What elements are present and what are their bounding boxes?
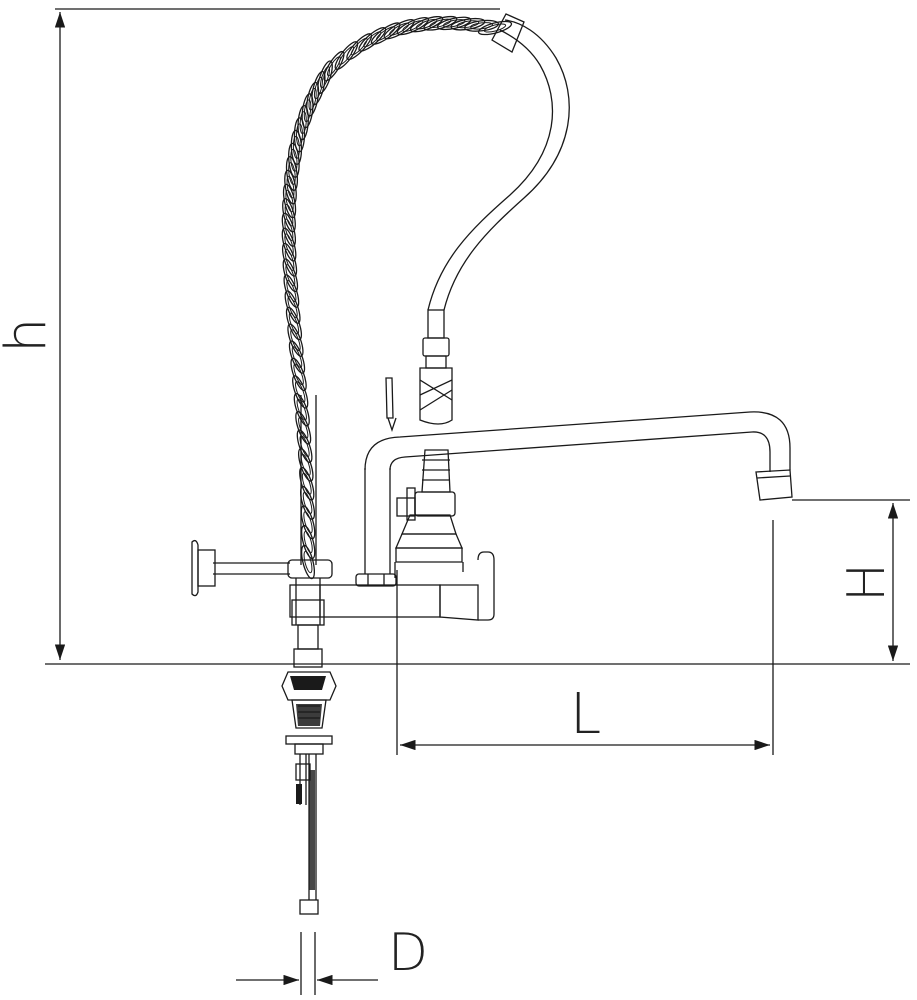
spring-coil-turn xyxy=(287,323,304,357)
spring-coil-turn xyxy=(284,169,297,205)
spring-coil-inner xyxy=(456,20,480,29)
spring-coil-turn xyxy=(282,183,297,219)
spring-coil-turn xyxy=(284,290,301,324)
dimension-label-H: H xyxy=(837,563,897,602)
spring-coil-inner xyxy=(308,87,317,111)
spring-coil-inner xyxy=(284,218,294,241)
dimension-lines xyxy=(45,8,910,995)
spring-coil-turn xyxy=(450,17,486,31)
spring-coil-turn xyxy=(297,105,309,141)
spring-coil-inner xyxy=(301,472,312,495)
spring-coil-inner xyxy=(299,435,310,458)
spring-coil-turn xyxy=(436,16,472,31)
spring-coil-turn xyxy=(281,212,297,247)
spring-coil-inner xyxy=(302,491,313,514)
spring-coil-turn xyxy=(288,340,306,374)
spring-post xyxy=(287,395,333,626)
flexible-hose xyxy=(427,13,570,311)
dimension-label-L: L xyxy=(570,682,601,747)
spring-coil-inner xyxy=(429,18,452,28)
spring-coil-inner xyxy=(388,22,410,36)
spring-coil-turn xyxy=(285,156,299,192)
spring-coil-turn xyxy=(301,93,314,129)
spring-coil-inner xyxy=(320,66,331,89)
spring-coil-turn xyxy=(288,142,300,178)
spring-coil-turn xyxy=(282,258,299,293)
spring-coil-inner xyxy=(288,162,296,185)
spring-coil-turn xyxy=(423,15,458,31)
prerinse-valve xyxy=(385,309,464,578)
spring-coil-turn xyxy=(299,466,315,501)
spring-coil-inner xyxy=(290,148,298,172)
spring-coil-inner xyxy=(303,530,313,554)
spring-coil-turn xyxy=(293,117,306,153)
spring-coil-turn xyxy=(311,70,326,106)
spring-coil-turn xyxy=(296,429,313,463)
spring-coil-inner xyxy=(285,189,294,213)
spring-coil-inner xyxy=(295,123,303,147)
spring-coil-turn xyxy=(281,227,297,262)
spring-coil-inner xyxy=(483,23,507,33)
spring-coil-inner xyxy=(402,20,424,32)
spring-coil-turn xyxy=(281,242,298,277)
spring-coil-inner xyxy=(286,280,297,302)
spring-coil-inner xyxy=(286,175,295,199)
spring-coil-inner xyxy=(292,135,300,159)
spring-coil-inner xyxy=(350,37,368,56)
spring-coil-inner xyxy=(303,511,313,534)
spring-coil-turn xyxy=(282,198,296,233)
spring-coil-turn xyxy=(306,81,320,117)
spring-coil-turn xyxy=(285,306,303,341)
dimension-label-h: h xyxy=(0,318,59,354)
spring-coil-turn xyxy=(292,375,309,409)
spring-coil-turn xyxy=(297,447,314,482)
spout xyxy=(364,411,793,501)
dimension-label-D: D xyxy=(388,923,428,983)
spring-coil xyxy=(281,15,513,580)
spring-coil-inner xyxy=(284,233,294,256)
spring-coil-inner xyxy=(285,264,296,287)
spring-coil-inner xyxy=(313,76,323,100)
spring-coil-inner xyxy=(284,204,294,227)
spring-coil-turn xyxy=(290,129,303,166)
spring-coil-turn xyxy=(290,357,307,392)
spring-coil-inner xyxy=(303,550,313,574)
spring-coil-inner xyxy=(284,248,295,271)
spring-coil-turn xyxy=(283,274,300,308)
spring-coil-turn xyxy=(293,392,310,427)
spring-coil-inner xyxy=(375,26,396,41)
spring-coil-turn xyxy=(409,15,444,33)
spring-coil-inner xyxy=(415,18,438,30)
spring-coil-turn xyxy=(295,411,312,445)
dark-fill-parts xyxy=(290,676,326,890)
spring-coil-inner xyxy=(363,31,382,48)
spring-coil-inner xyxy=(298,416,309,439)
wall-bracket xyxy=(191,539,290,597)
spring-coil-turn xyxy=(477,20,513,36)
spring-coil-inner xyxy=(442,19,466,28)
